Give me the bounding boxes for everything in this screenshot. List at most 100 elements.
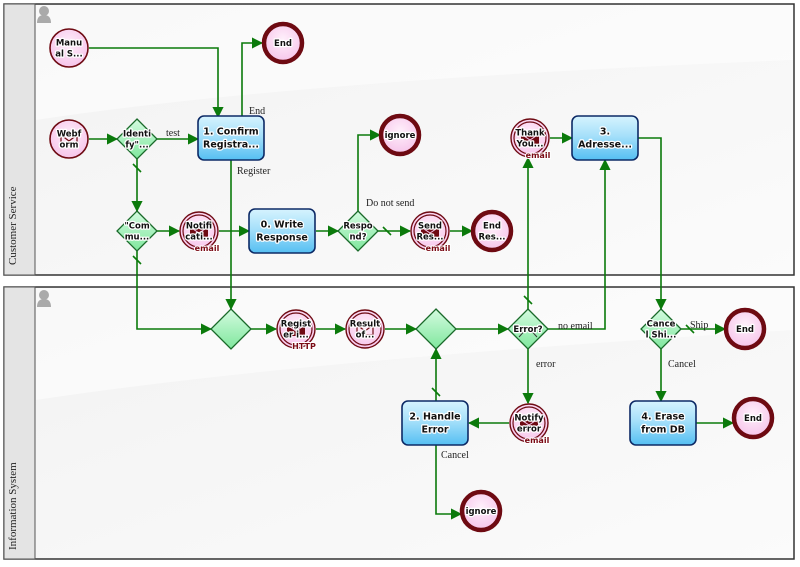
lane-gloss	[36, 5, 793, 120]
node-label: Send	[418, 222, 442, 232]
node-label: 0. Write	[261, 220, 304, 231]
gateway-gw1[interactable]	[210, 308, 252, 350]
default-flow-mark	[382, 226, 392, 236]
flow-label: Cancel	[668, 359, 696, 370]
sequence-flow-error-to-notifyerr[interactable]: error	[522, 349, 556, 405]
sequence-flow-error-to-adresse[interactable]: no email	[548, 158, 611, 332]
node-label: Adresse...	[578, 140, 632, 151]
gateway-marker-icon	[518, 326, 538, 338]
sequence-flow-confirm-to-gw1[interactable]: Register	[225, 160, 271, 311]
node-label: ignore	[385, 131, 416, 141]
end-end3[interactable]: End	[731, 396, 775, 440]
node-label: cati...	[185, 233, 212, 243]
node-label: 1. Confirm	[203, 127, 259, 138]
task-confirm[interactable]: 1. ConfirmRegistra...	[197, 115, 265, 161]
default-flow-mark	[685, 324, 695, 334]
node-label: End	[483, 222, 501, 232]
envelope-icon	[286, 324, 306, 336]
node-label: End	[274, 39, 292, 49]
gateway-cancelship[interactable]: Cancel Shi...	[640, 308, 682, 350]
node-label: of...	[356, 331, 375, 341]
node-label: al S...	[55, 50, 82, 60]
lane-label: Customer Service	[7, 186, 19, 265]
node-label: from DB	[641, 425, 685, 436]
end-endres[interactable]: EndRes...	[470, 209, 514, 253]
task-adresse[interactable]: 3.Adresse...	[571, 115, 639, 161]
flow-label: error	[536, 359, 556, 370]
end-ignore2[interactable]: ignore	[459, 489, 503, 533]
node-label: fy"...	[125, 141, 148, 151]
sequence-flow-handle-to-ignore2[interactable]: Cancel	[435, 445, 469, 520]
node-label: Webf	[57, 130, 82, 140]
end-ignore1[interactable]: ignore	[378, 113, 422, 157]
sequence-flow-respond-to-ignore1[interactable]: Do not send	[357, 129, 414, 211]
intermediate-result[interactable]: Resultof...	[345, 309, 385, 349]
sequence-flow-respond-to-sendres[interactable]	[378, 225, 412, 237]
node-label: Response	[256, 233, 308, 244]
node-label: ignore	[466, 507, 497, 517]
flow-label: no email	[558, 321, 593, 332]
sequence-flow-cancelship-to-end2[interactable]: Ship	[681, 320, 727, 335]
node-label: Thank	[515, 129, 545, 139]
event-tag: email	[195, 244, 220, 253]
intermediate-register[interactable]: Register i...HTTP	[276, 309, 317, 352]
sequence-flow-adresse-to-cancelship[interactable]	[638, 137, 667, 311]
node-label: nd?	[349, 233, 366, 243]
gateway-error[interactable]: Error?	[507, 308, 549, 350]
node-label: End	[744, 414, 762, 424]
node-label: error	[517, 425, 542, 435]
lane-label: Information System	[7, 462, 19, 550]
default-flow-mark	[132, 255, 142, 265]
flow-label: Cancel	[441, 450, 469, 461]
node-label: Res...	[478, 233, 505, 243]
sequence-flow-handle-to-gw2[interactable]	[430, 347, 442, 401]
node-label: er i...	[283, 331, 309, 341]
sequence-flow-comm-to-gw1[interactable]	[132, 251, 213, 335]
flow-label: Do not send	[366, 198, 414, 209]
envelope-open-icon	[60, 134, 78, 146]
node-label: You...	[516, 140, 544, 150]
flow-label: Register	[237, 166, 271, 177]
node-label: End	[736, 325, 754, 335]
node-label: Respo	[343, 222, 372, 232]
sequence-flow-identify-to-confirm[interactable]: test	[157, 128, 200, 145]
node-label: Identi	[123, 130, 151, 140]
flow-label: test	[166, 128, 180, 139]
node-label: Error	[421, 425, 448, 436]
default-flow-mark	[523, 295, 533, 305]
gateway-gw2[interactable]	[415, 308, 457, 350]
node-label: Regist	[281, 320, 311, 330]
flow-label: End	[249, 106, 265, 117]
node-label: Result	[350, 320, 380, 330]
event-tag: email	[525, 436, 550, 445]
sequence-flow-confirm-to-end1[interactable]: End	[241, 37, 265, 117]
end-end1[interactable]: End	[261, 21, 305, 65]
flow-label: Ship	[690, 320, 708, 331]
envelope-icon	[420, 226, 440, 238]
sequence-flow-identify-to-comm[interactable]	[131, 159, 143, 213]
gateway-comm[interactable]: "Commu...	[116, 210, 158, 252]
node-label: 2. Handle	[409, 412, 460, 423]
sequence-flow-error-to-thankyou[interactable]	[522, 156, 534, 309]
sequence-flow-manual-to-confirm[interactable]	[89, 47, 224, 119]
event-tag: HTTP	[292, 342, 316, 351]
envelope-icon	[519, 418, 539, 430]
default-flow-mark	[431, 387, 441, 397]
event-tag: email	[426, 244, 451, 253]
envelope-icon	[189, 226, 209, 238]
default-flow-mark	[132, 163, 142, 173]
gateway-identify[interactable]: Identify"...	[116, 118, 158, 160]
end-end2[interactable]: End	[723, 307, 767, 351]
sequence-flow-cancelship-to-erase[interactable]: Cancel	[655, 349, 696, 403]
